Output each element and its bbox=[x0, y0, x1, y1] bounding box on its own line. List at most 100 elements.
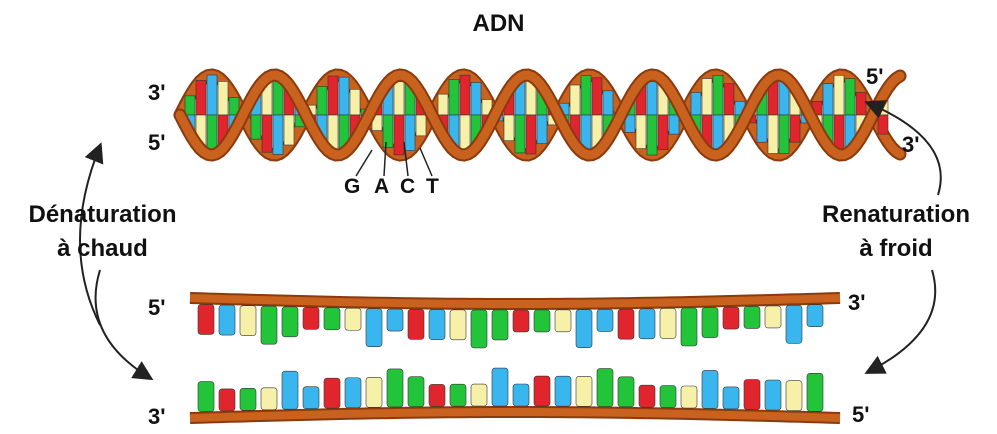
double-helix bbox=[180, 75, 900, 155]
helix-base-segment bbox=[273, 115, 283, 154]
strand-top-right-end: 3' bbox=[848, 290, 865, 316]
strand-base bbox=[261, 388, 277, 410]
renaturation-label: Renaturation à froid bbox=[795, 198, 997, 266]
base-label-t: T bbox=[426, 175, 439, 199]
strand-base bbox=[660, 386, 676, 408]
strand-base bbox=[240, 388, 256, 410]
strand-base bbox=[219, 389, 235, 411]
strand-base bbox=[702, 370, 718, 408]
strand-base bbox=[555, 376, 571, 406]
helix-base-segment bbox=[537, 115, 547, 144]
strand-base bbox=[765, 380, 781, 410]
strand-base bbox=[639, 385, 655, 407]
helix-base-segment bbox=[691, 92, 701, 115]
helix-base-segment bbox=[658, 115, 668, 150]
strand-bottom-left-end: 3' bbox=[148, 404, 165, 430]
helix-base-segment bbox=[416, 115, 426, 136]
helix-base-segment bbox=[394, 115, 404, 155]
strand-base bbox=[618, 377, 634, 407]
helix-base-segment bbox=[218, 81, 228, 115]
strand-base bbox=[807, 373, 823, 411]
helix-base-segment bbox=[438, 94, 448, 115]
helix-base-segment bbox=[790, 115, 800, 142]
strand-base bbox=[324, 378, 340, 408]
helix-base-segment bbox=[328, 76, 338, 115]
helix-base-segment bbox=[339, 77, 349, 115]
strand-base bbox=[387, 309, 403, 331]
strand-base bbox=[282, 307, 298, 337]
strand-base bbox=[408, 309, 424, 339]
helix-base-segment bbox=[834, 75, 844, 115]
strand-base bbox=[408, 377, 424, 407]
helix-left-top-end: 3' bbox=[148, 80, 165, 106]
strand-base bbox=[534, 376, 550, 406]
strand-base bbox=[681, 386, 697, 408]
helix-base-segment bbox=[350, 89, 360, 115]
strand-base bbox=[744, 306, 760, 328]
strand-base bbox=[513, 310, 529, 332]
helix-base-segment bbox=[526, 115, 536, 154]
strand-base bbox=[345, 308, 361, 330]
strand-base bbox=[576, 376, 592, 406]
denaturation-label: Dénaturation à chaud bbox=[0, 198, 205, 266]
helix-base-segment bbox=[647, 115, 657, 155]
helix-base-segment bbox=[713, 75, 723, 115]
denaturation-line2: à chaud bbox=[0, 232, 205, 266]
single-strand-bottom bbox=[190, 368, 840, 418]
base-label-a: A bbox=[374, 175, 389, 199]
strand-base bbox=[786, 305, 802, 343]
diagram-title: ADN bbox=[0, 10, 997, 38]
strand-base bbox=[345, 378, 361, 408]
helix-base-segment bbox=[845, 79, 855, 115]
strand-base bbox=[303, 307, 319, 329]
helix-base-segment bbox=[636, 115, 646, 149]
helix-base-segment bbox=[856, 92, 866, 115]
strand-base bbox=[513, 384, 529, 406]
strand-base bbox=[786, 381, 802, 411]
strand-base bbox=[366, 309, 382, 347]
helix-left-bottom-end: 5' bbox=[148, 130, 165, 156]
arrow-right-to-strands bbox=[868, 270, 935, 372]
helix-base-segment bbox=[196, 80, 206, 115]
helix-base-segment bbox=[515, 115, 525, 153]
strand-base bbox=[723, 307, 739, 329]
helix-base-segment bbox=[185, 96, 195, 115]
helix-base-segment bbox=[669, 115, 679, 134]
base-pointer-g bbox=[356, 150, 372, 176]
strand-base bbox=[303, 387, 319, 409]
strand-base bbox=[597, 309, 613, 331]
base-label-c: C bbox=[400, 175, 415, 199]
helix-right-bottom-end: 3' bbox=[902, 132, 919, 158]
base-pointer-t bbox=[420, 148, 432, 176]
strand-base bbox=[198, 304, 214, 334]
strand-base bbox=[702, 308, 718, 338]
helix-base-segment bbox=[251, 115, 261, 139]
helix-base-segment bbox=[262, 115, 272, 152]
denaturation-line1: Dénaturation bbox=[0, 198, 205, 232]
strand-base bbox=[219, 305, 235, 335]
strand-base bbox=[597, 369, 613, 407]
strand-base bbox=[639, 309, 655, 339]
helix-base-segment bbox=[702, 79, 712, 115]
strand-base bbox=[282, 371, 298, 409]
strand-base bbox=[450, 310, 466, 340]
helix-base-segment bbox=[603, 91, 613, 115]
strand-base bbox=[744, 380, 760, 410]
helix-base-segment bbox=[284, 115, 294, 145]
helix-base-segment bbox=[317, 86, 327, 115]
helix-base-segment bbox=[592, 78, 602, 115]
helix-base-segment bbox=[878, 115, 888, 134]
strand-base bbox=[765, 306, 781, 328]
helix-base-segment bbox=[405, 115, 415, 151]
strand-top-left-end: 5' bbox=[148, 295, 165, 321]
strand-bottom-right-end: 5' bbox=[852, 402, 869, 428]
strand-base bbox=[807, 305, 823, 327]
helix-base-segment bbox=[570, 85, 580, 115]
helix-base-segment bbox=[460, 75, 470, 115]
helix-base-segment bbox=[724, 84, 734, 115]
helix-base-segment bbox=[383, 115, 393, 147]
helix-base-segment bbox=[504, 115, 514, 141]
helix-base-segment bbox=[471, 83, 481, 115]
strand-base bbox=[471, 310, 487, 348]
